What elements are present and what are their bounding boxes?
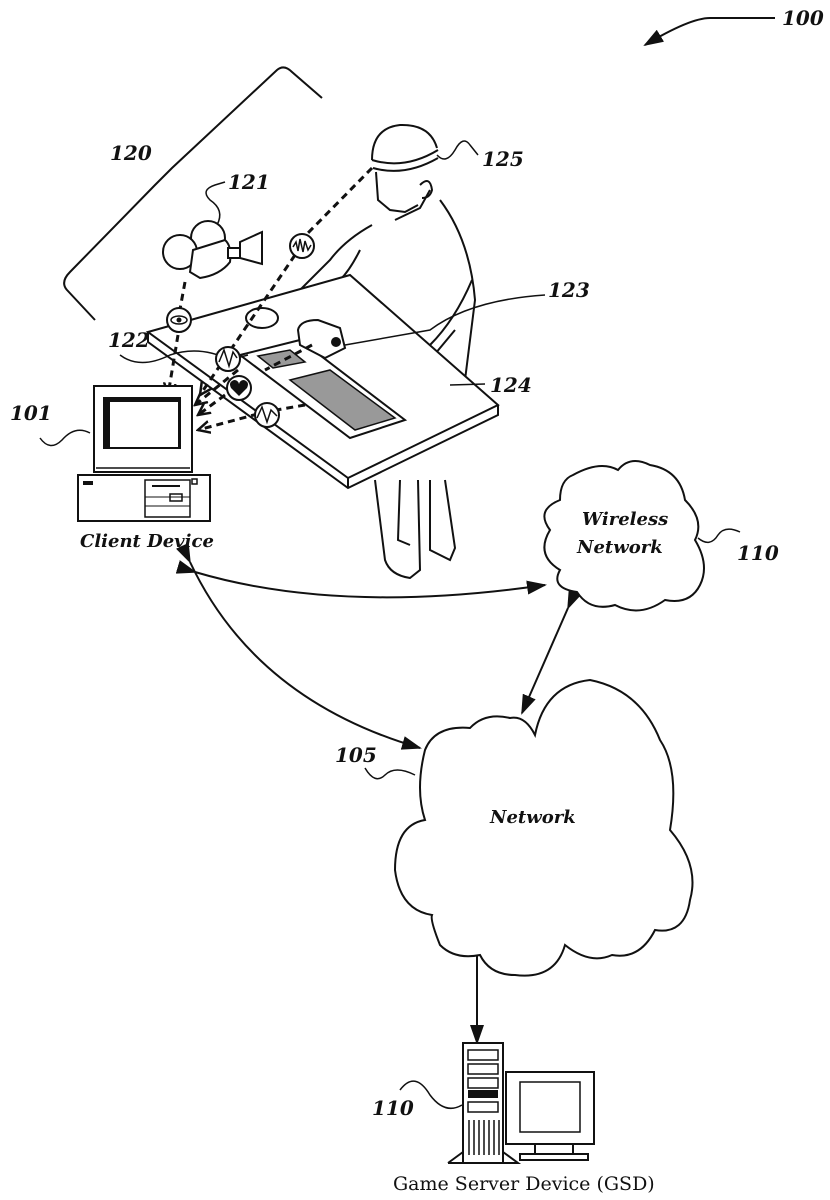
camera-icon: 121 <box>163 170 270 278</box>
network-cloud: Network 105 <box>335 680 693 976</box>
pulse-icon <box>216 347 240 371</box>
figure-ref-100: 100 <box>645 6 824 45</box>
wireless-network-cloud: Wireless Network 110 <box>544 461 778 610</box>
svg-text:120: 120 <box>110 141 152 165</box>
svg-text:Wireless: Wireless <box>582 509 668 530</box>
svg-text:100: 100 <box>782 6 824 30</box>
svg-text:Network: Network <box>489 807 576 828</box>
svg-text:125: 125 <box>482 147 524 171</box>
heart-icon <box>227 376 251 400</box>
svg-text:Network: Network <box>576 537 663 558</box>
client-device-label: Client Device <box>80 531 214 552</box>
game-server-label: Game Server Device (GSD) <box>393 1173 655 1195</box>
svg-text:121: 121 <box>228 170 270 194</box>
svg-text:124: 124 <box>490 373 532 397</box>
svg-text:110: 110 <box>737 541 779 565</box>
svg-text:122: 122 <box>108 328 150 352</box>
svg-text:101: 101 <box>10 401 52 425</box>
eye-icon <box>167 308 191 332</box>
waveform-icon <box>290 234 314 258</box>
svg-text:110: 110 <box>372 1096 414 1120</box>
client-network-link <box>190 562 420 748</box>
svg-text:105: 105 <box>335 743 377 767</box>
svg-text:123: 123 <box>548 278 590 302</box>
headband-signal <box>303 168 372 238</box>
game-server-device: 110 Game Server Device (GSD) <box>372 1043 655 1195</box>
client-device: 101 Client Device <box>10 386 214 552</box>
sensor-group-bracket: 120 <box>64 67 322 320</box>
heart-to-client-signal <box>198 395 225 415</box>
pulse-icon <box>255 403 279 427</box>
client-wireless-link <box>195 572 545 597</box>
